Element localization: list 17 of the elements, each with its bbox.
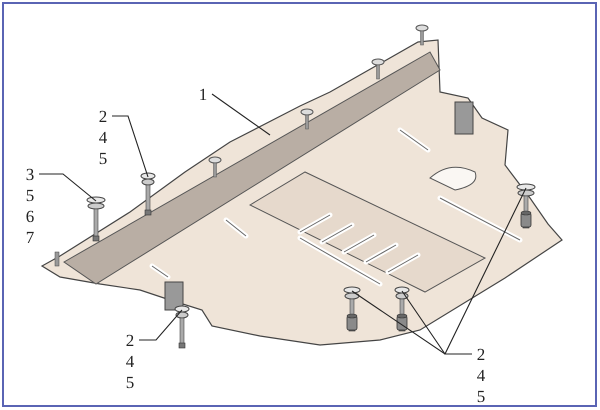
leader-line — [112, 115, 149, 178]
bolt-icon — [174, 305, 190, 349]
leader-line — [39, 173, 96, 202]
bolt-icon — [517, 184, 535, 228]
leader-line — [212, 94, 270, 136]
leader-line — [444, 188, 526, 355]
callout-number: 2 4 5 — [98, 106, 108, 169]
leader-line — [139, 310, 182, 341]
bolt-icon — [395, 287, 409, 331]
callout-number: 2 4 5 — [125, 330, 135, 393]
callout-number: 1 — [198, 84, 208, 105]
skid-plate-drawing — [40, 24, 563, 346]
bolt-icon — [86, 196, 106, 242]
bolt-icon — [140, 172, 156, 216]
callout-number: 3 5 6 7 — [25, 164, 35, 248]
callout-number: 2 4 5 — [476, 344, 486, 407]
bolt-icon — [344, 287, 360, 331]
